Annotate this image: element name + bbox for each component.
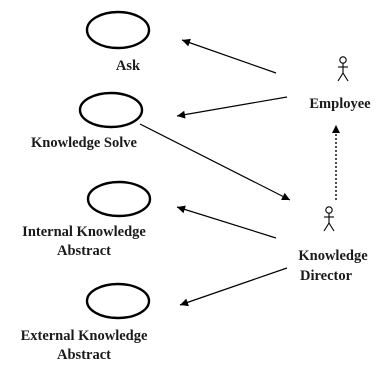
use-case-ask: Ask bbox=[85, 10, 151, 74]
use-case-label: Knowledge Solve bbox=[31, 135, 137, 151]
use-case-label-line-2: Abstract bbox=[57, 347, 111, 363]
actor-knowledge-director: Knowledge Director bbox=[298, 206, 368, 284]
actor-label: Employee bbox=[309, 96, 371, 112]
use-case-label: Ask bbox=[116, 58, 141, 74]
use-case-internal-knowledge-abstract: Internal Knowledge Abstract bbox=[22, 180, 152, 259]
arrow-employee-to-knowledge-solve bbox=[176, 96, 288, 119]
arrow-employee-to-ask bbox=[181, 38, 277, 74]
use-case-ellipse bbox=[85, 282, 151, 320]
use-case-label-line-1: External Knowledge bbox=[21, 328, 148, 344]
arrow-knowledge-solve-to-knowledge-director bbox=[139, 123, 291, 201]
use-case-ellipse bbox=[85, 10, 151, 50]
use-case-label-line-1: Internal Knowledge bbox=[22, 224, 146, 240]
actor-label-line-1: Knowledge bbox=[298, 248, 368, 264]
actor-employee: Employee bbox=[309, 56, 371, 112]
arrow-knowledge-director-to-internal-knowledge-abstract bbox=[176, 205, 277, 239]
use-case-external-knowledge-abstract: External Knowledge Abstract bbox=[21, 282, 151, 363]
use-case-knowledge-solve: Knowledge Solve bbox=[31, 91, 144, 151]
stick-figure-icon bbox=[323, 206, 335, 232]
actor-label-line-2: Director bbox=[300, 268, 353, 284]
use-case-ellipse bbox=[86, 180, 152, 218]
use-case-ellipse bbox=[78, 91, 144, 129]
stick-figure-icon bbox=[337, 56, 349, 82]
use-case-label-line-2: Abstract bbox=[57, 243, 111, 259]
arrow-knowledge-director-to-external-knowledge-abstract bbox=[179, 267, 288, 307]
